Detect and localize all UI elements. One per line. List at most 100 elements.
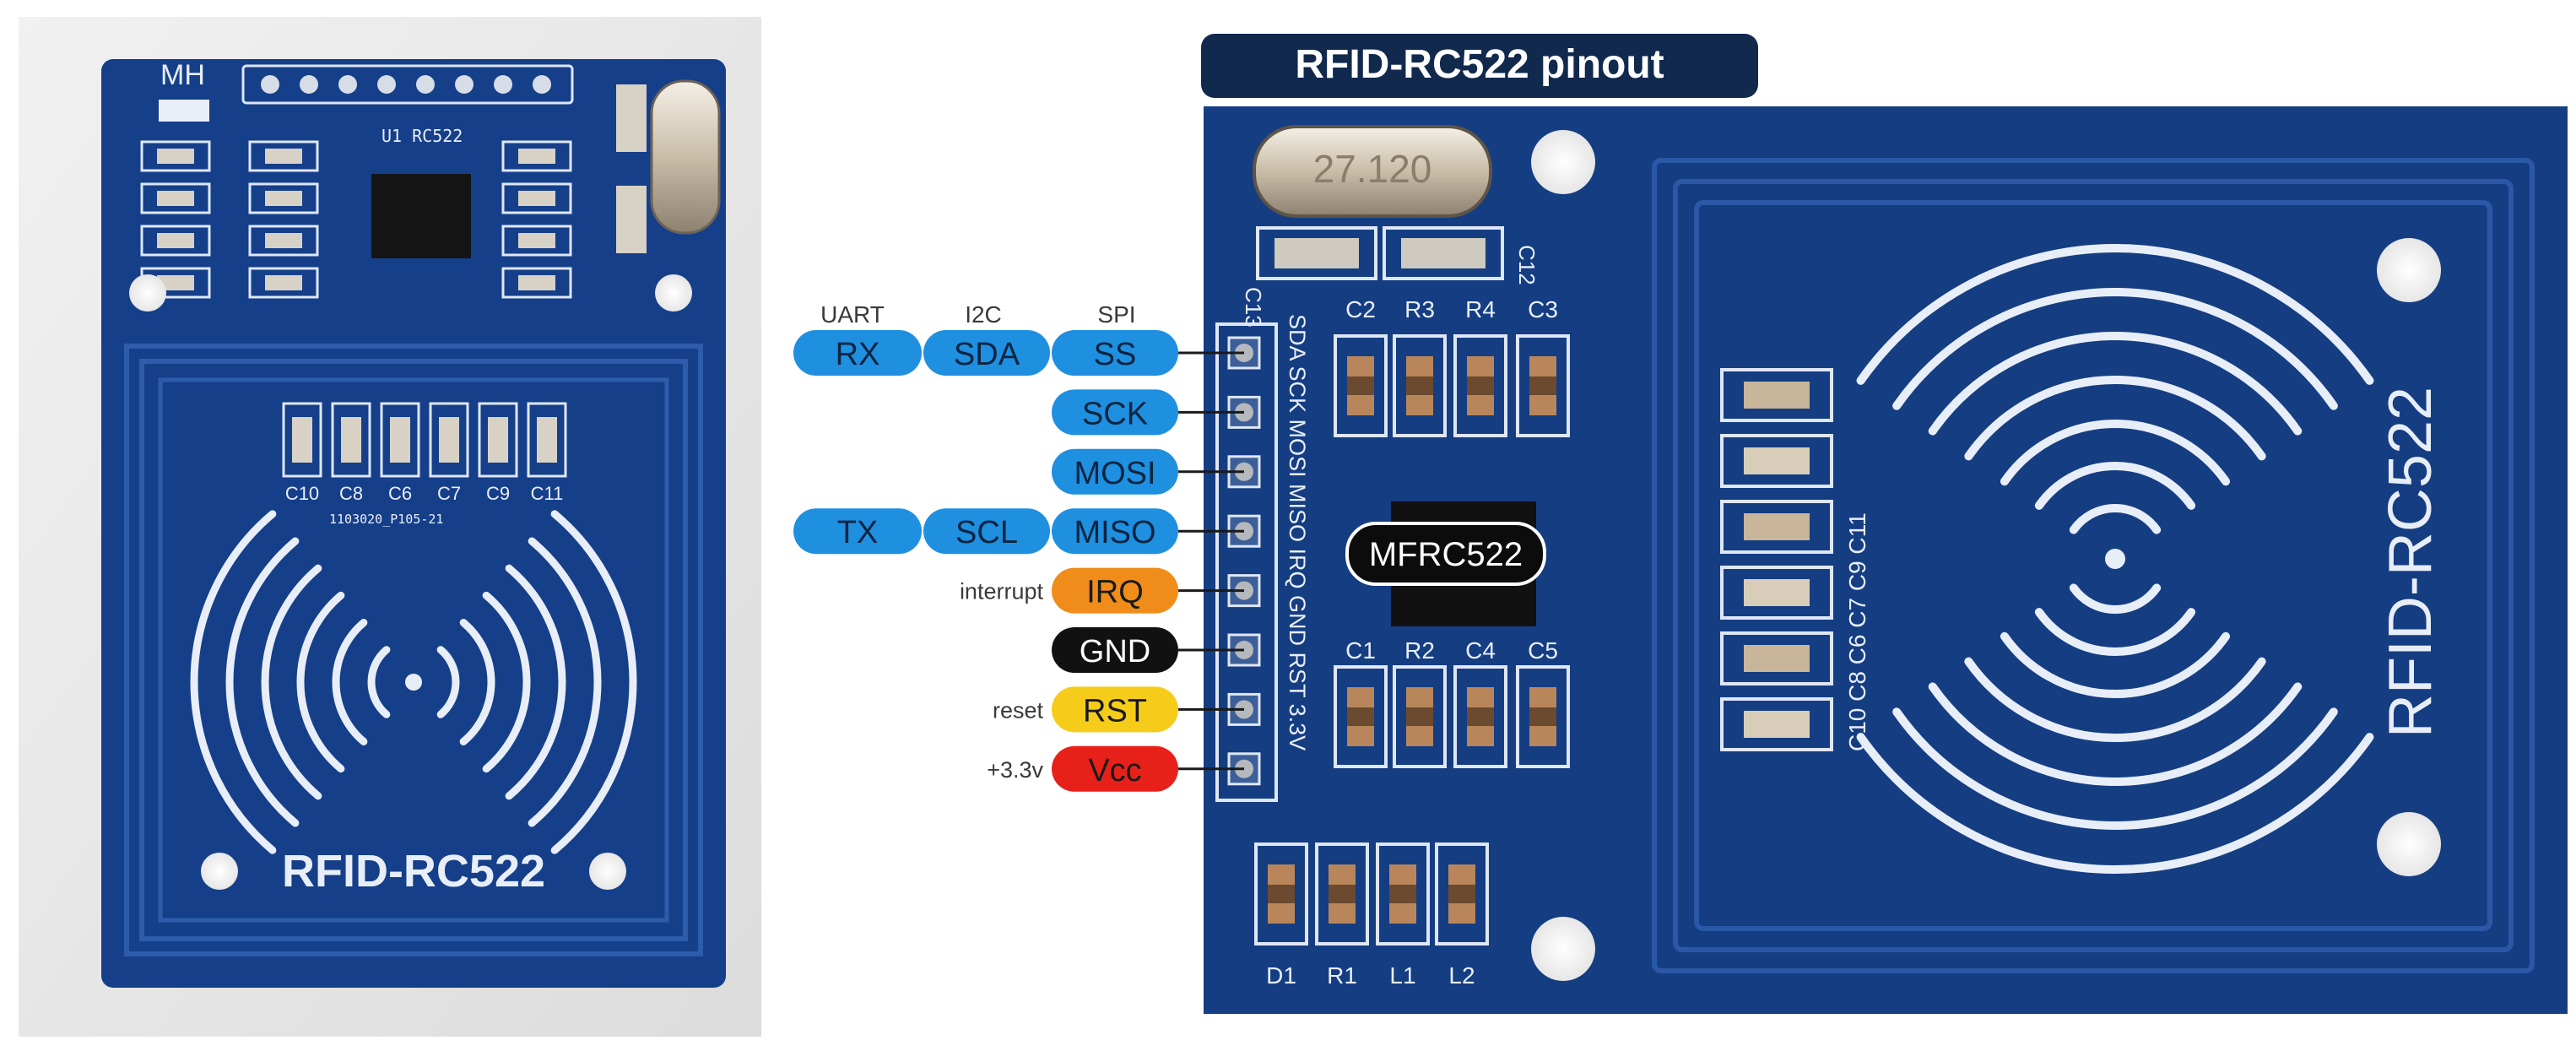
board-side-cap-body: [1744, 579, 1810, 606]
photo-pin-dot: [533, 75, 551, 94]
photo-smd-outline: [140, 182, 211, 214]
board-component-outline: [1393, 334, 1447, 437]
board-rf-wave: [2000, 631, 2231, 698]
board-component-band: [1329, 885, 1356, 903]
photo-smd-outline: [501, 140, 572, 172]
board-side-cap-body: [1744, 711, 1810, 738]
photo-rf-wave: [505, 564, 566, 800]
board-component-outline: [1435, 843, 1489, 946]
photo-cap-outline: [429, 402, 469, 478]
board-crystal-caps: [1256, 226, 1504, 280]
pin-label-uart: RX: [836, 337, 880, 372]
photo-mount-hole: [589, 853, 626, 890]
page-title: RFID-RC522 pinout: [1295, 42, 1664, 87]
photo-chip: [371, 174, 471, 258]
photo-chip-label: U1 RC522: [382, 126, 463, 146]
board-component-label: R3: [1404, 296, 1435, 322]
board-antenna-coil: [1652, 158, 2535, 973]
photo-smd-components: [140, 84, 647, 299]
board-component-label: R1: [1327, 962, 1357, 989]
pin-pill-uart: [793, 330, 922, 376]
board-rf-wave: [1928, 682, 2303, 787]
photo-cap-body: [537, 417, 557, 463]
board-component-outline: [1334, 334, 1388, 437]
photo-smd-body: [157, 233, 194, 248]
photo-antenna-trace: [124, 344, 703, 956]
board-rf-wave: [1892, 707, 2338, 830]
pin-pill-spi: [1052, 389, 1178, 436]
board-crystal-label: 27.120: [1313, 147, 1432, 191]
photo-smd-body: [265, 275, 302, 290]
photo-cap-outline: [527, 402, 567, 478]
photo-pcb-code: 1103020_P105-21: [329, 512, 443, 527]
pin-note: interrupt: [960, 579, 1044, 604]
photo-rf-waves: [190, 510, 637, 854]
board-component-band: [1347, 707, 1374, 726]
photo-pin-dot: [416, 75, 435, 94]
board-component-band: [1347, 377, 1374, 395]
board-component-label: L1: [1389, 962, 1415, 989]
photo-smd-body: [265, 233, 302, 248]
pin-label-spi: MISO: [1074, 515, 1155, 550]
pin-pill-spi: [1052, 686, 1178, 733]
board-component-band: [1268, 885, 1295, 903]
board-component-label: R2: [1404, 637, 1435, 664]
pin-row: MOSI: [1052, 448, 1244, 495]
photo-cap-body: [341, 417, 361, 463]
photo-rf-wave: [190, 510, 277, 854]
photo-smd-body: [518, 149, 555, 164]
photo-pin-dot: [261, 75, 279, 94]
pin-label-uart: TX: [837, 515, 879, 550]
board-chip-label: MFRC522: [1369, 536, 1523, 573]
board-rf-wave: [1892, 288, 2338, 410]
photo-wave-center: [405, 674, 422, 691]
photo-smd-outline: [140, 225, 211, 257]
board-component-outline: [1516, 665, 1570, 768]
board-component-outline: [1453, 334, 1507, 437]
photo-header-pins: [241, 64, 574, 105]
board-component-label: D1: [1266, 962, 1296, 989]
board-side-cap-body: [1744, 447, 1810, 474]
board-side-cap-body: [1744, 513, 1810, 540]
photo-cap-body: [390, 417, 410, 463]
board-side-cap-body: [1744, 645, 1810, 672]
photo-smd-body: [518, 191, 555, 206]
photo-cap-outline: [380, 402, 420, 478]
photo-smd-outline: [501, 225, 572, 257]
board-component-band: [1467, 377, 1494, 395]
pin-pill-spi: [1052, 567, 1178, 614]
board-component-outline: [1453, 665, 1507, 768]
board-header-outline: [1215, 322, 1278, 802]
photo-rf-wave: [296, 591, 345, 773]
board-side-cap-outline: [1720, 434, 1833, 488]
board-pin-silkscreen: SDA SCK MOSI MISO IRQ GND RST 3.3V: [1285, 314, 1310, 750]
pin-pill-spi: [1052, 330, 1178, 376]
pin-label-spi: Vcc: [1088, 753, 1141, 788]
board-rf-wave: [1928, 331, 2303, 436]
title-background: [1201, 34, 1758, 98]
pin-row: GND: [1052, 627, 1244, 673]
board-component-band: [1448, 885, 1475, 903]
board-side-cap-outline: [1720, 697, 1833, 751]
photo-smd-body: [616, 186, 647, 253]
photo-cap-label: C7: [437, 483, 461, 504]
board-side-cap-outline: [1720, 566, 1833, 620]
board-rf-wave: [2000, 420, 2231, 486]
board-component-band: [1467, 707, 1494, 726]
photo-smd-outline: [501, 267, 572, 299]
photo-mount-hole: [129, 274, 166, 312]
board-component-label: C1: [1345, 637, 1376, 664]
pin-pill-spi: [1052, 745, 1178, 792]
photo-top-label: MH: [160, 59, 205, 91]
pin-label-spi: IRQ: [1086, 575, 1144, 610]
board-component-label: L2: [1448, 962, 1475, 989]
board-component-label: C5: [1528, 637, 1558, 664]
photo-smd-outline: [248, 267, 319, 299]
board-chip-label-bubble: [1345, 522, 1546, 586]
photo-cap-label: C6: [388, 483, 412, 504]
photo-smd-body: [518, 233, 555, 248]
